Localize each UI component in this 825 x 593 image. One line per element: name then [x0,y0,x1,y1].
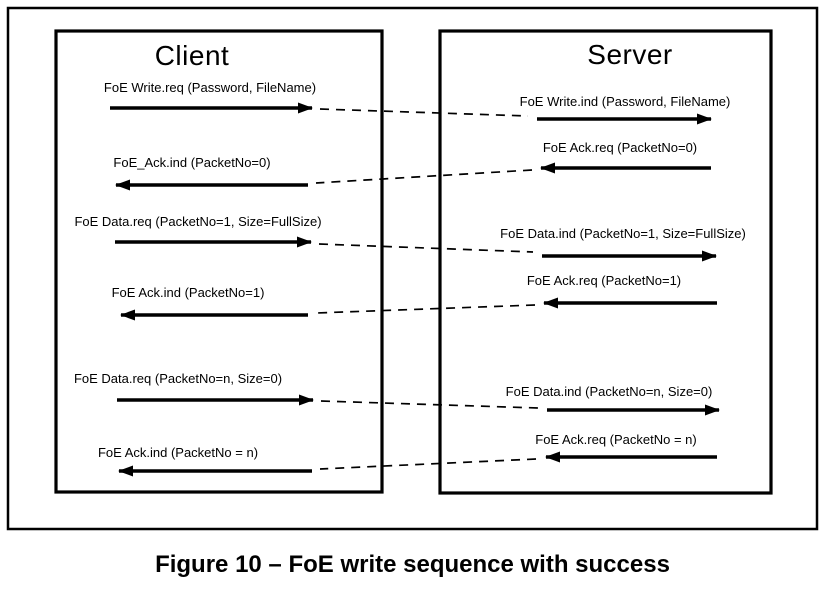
outer-frame [6,6,819,531]
server-ackn-req-label: FoE Ack.req (PacketNo = n) [535,432,697,447]
server-ack0-req-label: FoE Ack.req (PacketNo=0) [542,140,698,155]
server-data1-ind-label: FoE Data.ind (PacketNo=1, Size=FullSize) [500,226,746,241]
client-datan-req-label: FoE Data.req (PacketNo=n, Size=0) [73,371,283,386]
datan-transfer-dashed-line [320,400,539,409]
write-transfer-dashed-line [319,108,529,117]
client-data1-req-label: FoE Data.req (PacketNo=1, Size=FullSize) [74,214,322,229]
figure-caption: Figure 10 – FoE write sequence with succ… [155,551,670,578]
ack1-transfer-dashed-line [315,304,536,314]
data1-transfer-dashed-line [318,243,534,253]
server-ack1-req-label: FoE Ack.req (PacketNo=1) [526,273,682,288]
client-box-title: Client [154,40,230,71]
server-write-ind-label: FoE Write.ind (Password, FileName) [519,94,731,109]
server-datan-ind-label: FoE Data.ind (PacketNo=n, Size=0) [505,384,713,399]
client-ack0-ind-label: FoE_Ack.ind (PacketNo=0) [113,155,271,170]
client-ackn-ind-label: FoE Ack.ind (PacketNo = n) [97,445,259,460]
client-lifeline-box [54,29,384,494]
ack0-transfer-dashed-line [315,169,533,184]
ackn-transfer-dashed-line [319,458,537,470]
server-lifeline-box [438,29,773,495]
server-box-title: Server [587,39,673,70]
client-write-req-label: FoE Write.req (Password, FileName) [103,80,317,95]
client-ack1-ind-label: FoE Ack.ind (PacketNo=1) [111,285,265,300]
